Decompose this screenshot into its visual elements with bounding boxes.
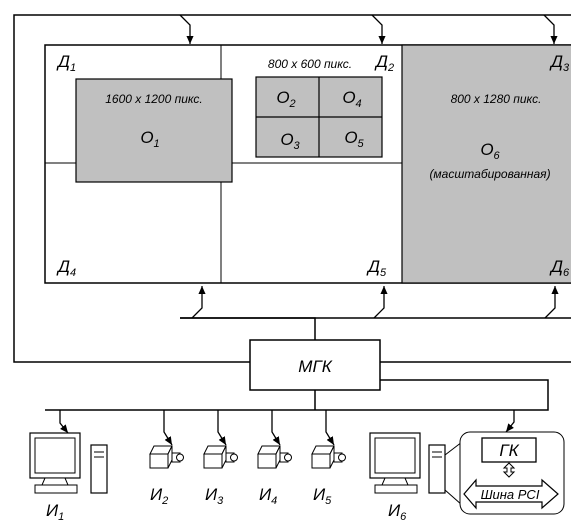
label-o3: O3 [280,130,300,152]
o6-scaled-note: (масштабированная) [429,167,550,181]
label-i6: И6 [388,501,407,521]
label-d4: Д4 [56,257,76,279]
window-o1 [75,78,233,183]
input-bus-line [45,379,549,411]
controller-to-wall-line [180,317,316,340]
label-d5: Д5 [366,257,387,279]
window-o6 [401,44,571,284]
label-o5: O5 [344,128,364,150]
gk-box [481,437,537,463]
group-resolution: 800 x 600 пикс. [268,57,352,71]
gk-label: ГК [499,441,519,460]
input-connector-i3 [217,410,227,446]
pci-bus-label: Шина PCI [481,487,540,502]
camera-icon-i2 [149,445,184,469]
bottom-connector-d6 [544,286,559,319]
pc-expansion-line-bottom [444,489,463,506]
input-connector-i1 [59,410,69,434]
label-i2: И2 [150,485,168,507]
label-i4: И4 [259,485,277,507]
o1-resolution: 1600 x 1200 пикс. [105,92,203,106]
gk-bus-link-icon [502,462,516,478]
label-d2: Д2 [374,52,394,74]
input-connector-gk [505,410,515,433]
top-connector-d3 [543,14,558,44]
bottom-connector-d4 [191,286,206,319]
label-o1: O1 [140,128,159,150]
computer-icon-i1 [29,432,108,494]
label-i3: И3 [205,485,224,507]
controller-label: МГК [298,357,332,376]
computer-icon-i6 [369,432,446,494]
label-o2: O2 [276,88,295,110]
input-connector-i2 [163,410,173,446]
pc-expansion-line-top [444,441,463,456]
pci-bus-arrow [463,478,559,510]
controller-box [249,339,381,391]
label-o6: O6 [480,140,500,162]
top-connector-d1 [179,14,194,44]
camera-icon-i3 [203,445,238,469]
label-i5: И5 [313,485,332,507]
bottom-connector-d5 [373,286,388,319]
label-d3: Д3 [549,52,570,74]
top-connector-d2 [371,14,386,44]
camera-icon-i4 [257,445,292,469]
label-i1: И1 [46,501,64,521]
camera-icon-i5 [311,445,346,469]
input-connector-i5 [325,410,335,446]
top-left-loop-line [13,14,250,363]
label-d1: Д1 [56,52,76,74]
input-connector-i4 [271,410,281,446]
o6-resolution: 800 x 1280 пикс. [451,92,542,106]
label-d6: Д6 [549,257,570,279]
label-o4: O4 [342,88,361,110]
